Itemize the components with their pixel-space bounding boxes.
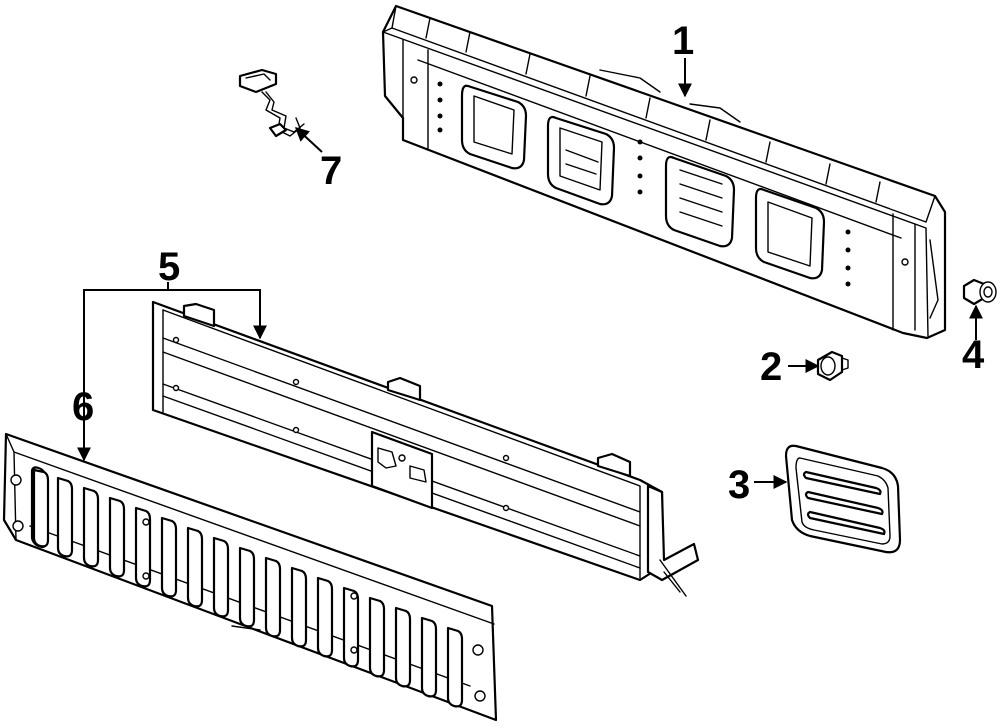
callout-1: 1 [672, 19, 694, 63]
part-2-bumper [816, 350, 849, 382]
callout-3: 3 [728, 463, 750, 507]
callout-4: 4 [962, 333, 985, 377]
part-4-bolt [962, 278, 997, 306]
part-3-pad [784, 444, 902, 554]
part-7-wiring-harness [238, 68, 305, 138]
callout-5: 5 [158, 245, 180, 289]
callout-7: 7 [320, 149, 342, 193]
leader-lines [77, 58, 983, 489]
part-6-liner-panel [2, 432, 498, 722]
part-1-tailgate-frame [381, 4, 947, 340]
callout-labels: 1 2 3 4 5 6 7 [72, 19, 985, 507]
frame-holes [410, 76, 909, 287]
part-5-inner-panel [151, 300, 700, 597]
callout-6: 6 [72, 385, 94, 429]
callout-2: 2 [760, 345, 782, 389]
